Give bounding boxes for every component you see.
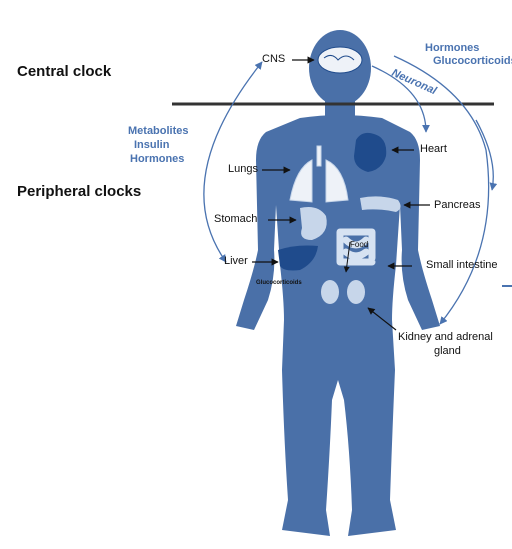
kidney-label-line2: gland bbox=[434, 345, 461, 357]
food-label: Food bbox=[350, 240, 368, 249]
liver-label: Liver bbox=[224, 255, 248, 267]
hormones-label: Hormones bbox=[425, 42, 479, 55]
cns-label: CNS bbox=[262, 53, 285, 65]
metabolites-label: Metabolites bbox=[128, 125, 189, 138]
lungs-label: Lungs bbox=[228, 163, 258, 175]
central-clock-title: Central clock bbox=[17, 63, 111, 80]
pancreas-label: Pancreas bbox=[434, 199, 480, 211]
small-intestine-label: Small intestine bbox=[426, 259, 498, 271]
peripheral-clocks-title: Peripheral clocks bbox=[17, 183, 141, 200]
heart-label: Heart bbox=[420, 143, 447, 155]
glucocorticoids-label: Glucocorticoids bbox=[433, 55, 512, 68]
glucocorticoids-small-label: Glucocorticoids bbox=[256, 280, 302, 286]
stomach-label: Stomach bbox=[214, 213, 257, 225]
hormones-left-label: Hormones bbox=[130, 153, 184, 166]
brain-icon bbox=[318, 47, 362, 73]
kidney-label: Kidney and adrenal bbox=[398, 331, 493, 343]
central-peripheral-arrow bbox=[204, 62, 262, 262]
insulin-label: Insulin bbox=[134, 139, 169, 152]
